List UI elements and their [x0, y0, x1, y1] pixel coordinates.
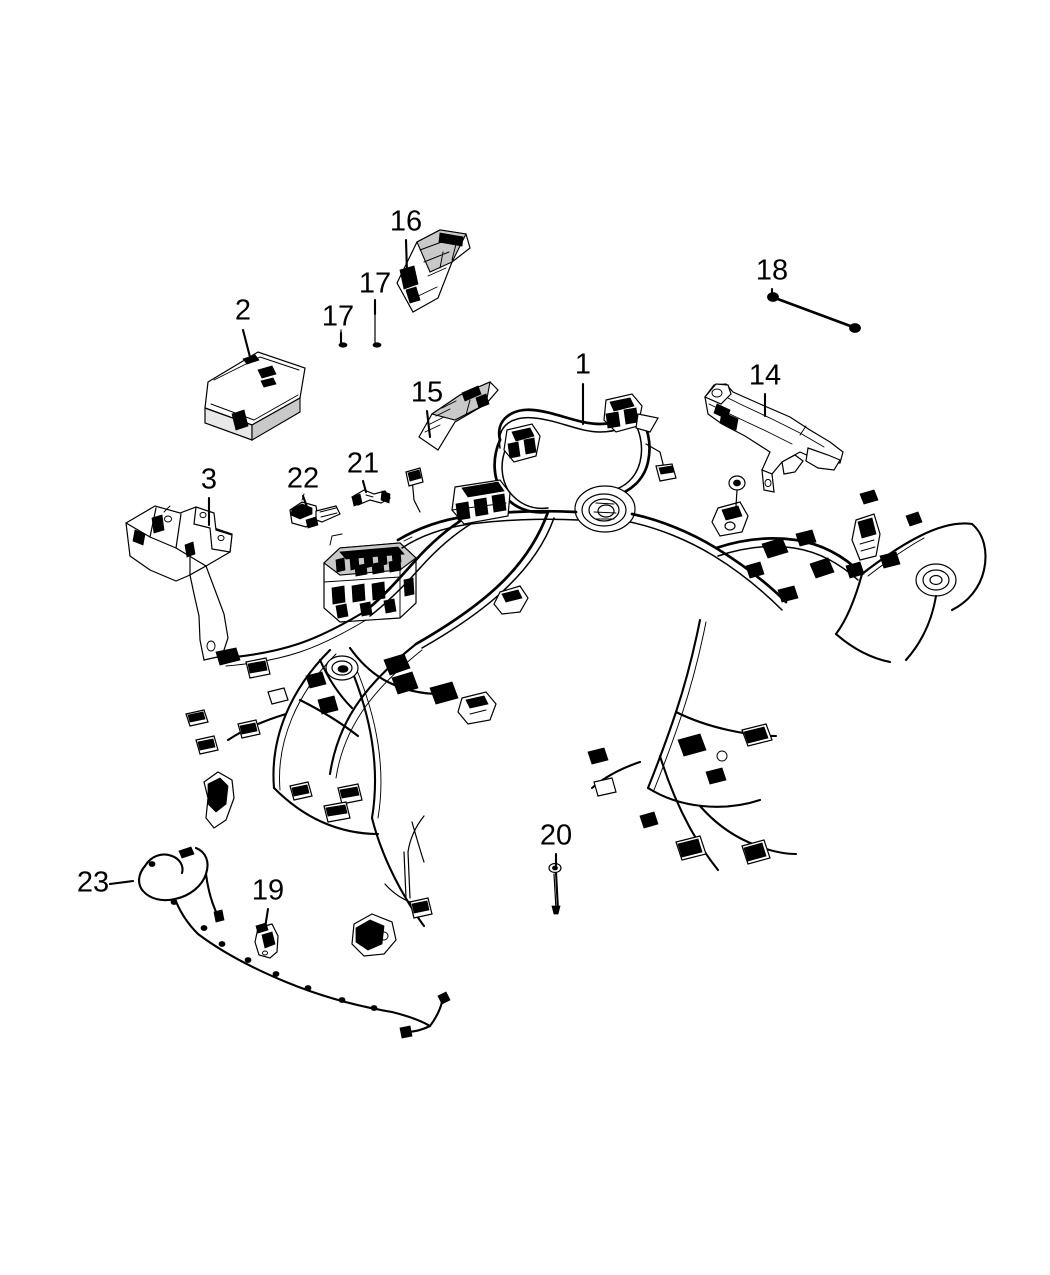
part-support-bracket: [704, 383, 844, 493]
callout-20[interactable]: 20: [540, 820, 572, 868]
callout-18[interactable]: 18: [756, 255, 788, 301]
callout-number-2: 2: [235, 295, 251, 327]
part-main-harness: [185, 393, 987, 957]
part-control-module: [204, 351, 306, 441]
callout-number-21: 21: [347, 448, 379, 480]
callout-15[interactable]: 15: [411, 377, 443, 439]
callout-leader-16: [404, 238, 409, 275]
callout-leader-23: [108, 879, 135, 886]
callout-23[interactable]: 23: [77, 867, 135, 899]
callout-leader-19: [263, 907, 270, 930]
part-retainer-clip: [254, 922, 279, 959]
callout-number-16: 16: [390, 206, 422, 238]
callout-leader-22: [301, 494, 309, 509]
part-channel-bracket-left: [418, 381, 499, 451]
callout-number-3: 3: [201, 464, 217, 496]
callout-1[interactable]: 1: [575, 349, 591, 426]
part-secondary-harness: [138, 846, 451, 1039]
callout-leader-21: [361, 479, 368, 494]
callout-3[interactable]: 3: [201, 464, 217, 527]
part-sensor-connector: [289, 493, 341, 529]
callout-21[interactable]: 21: [347, 448, 379, 494]
callout-leader-15: [425, 409, 432, 439]
callout-number-14: 14: [749, 360, 781, 392]
callout-number-1: 1: [575, 349, 591, 381]
part-jumper-connector: [351, 489, 391, 507]
callout-14[interactable]: 14: [749, 360, 781, 418]
part-channel-bracket-upper: [396, 229, 471, 313]
part-power-distribution-center: [323, 533, 417, 623]
callout-2[interactable]: 2: [235, 295, 252, 359]
callout-number-17b: 17: [322, 301, 354, 333]
callout-19[interactable]: 19: [252, 875, 284, 930]
callout-leader-2: [241, 328, 252, 359]
callout-number-22: 22: [287, 463, 319, 495]
part-screw-fastener-a: [372, 313, 382, 348]
callout-number-20: 20: [540, 820, 572, 852]
callout-number-23: 23: [77, 867, 109, 899]
callout-17b[interactable]: 17: [322, 301, 354, 347]
callout-number-15: 15: [411, 377, 443, 409]
part-mounting-bracket: [125, 505, 233, 661]
callout-number-17a: 17: [359, 268, 391, 300]
callout-22[interactable]: 22: [287, 463, 319, 509]
callout-number-19: 19: [252, 875, 284, 907]
part-lower-right-lead: [411, 821, 425, 863]
callout-number-18: 18: [756, 255, 788, 287]
callout-16[interactable]: 16: [390, 206, 422, 275]
callout-17a[interactable]: 17: [359, 268, 391, 316]
